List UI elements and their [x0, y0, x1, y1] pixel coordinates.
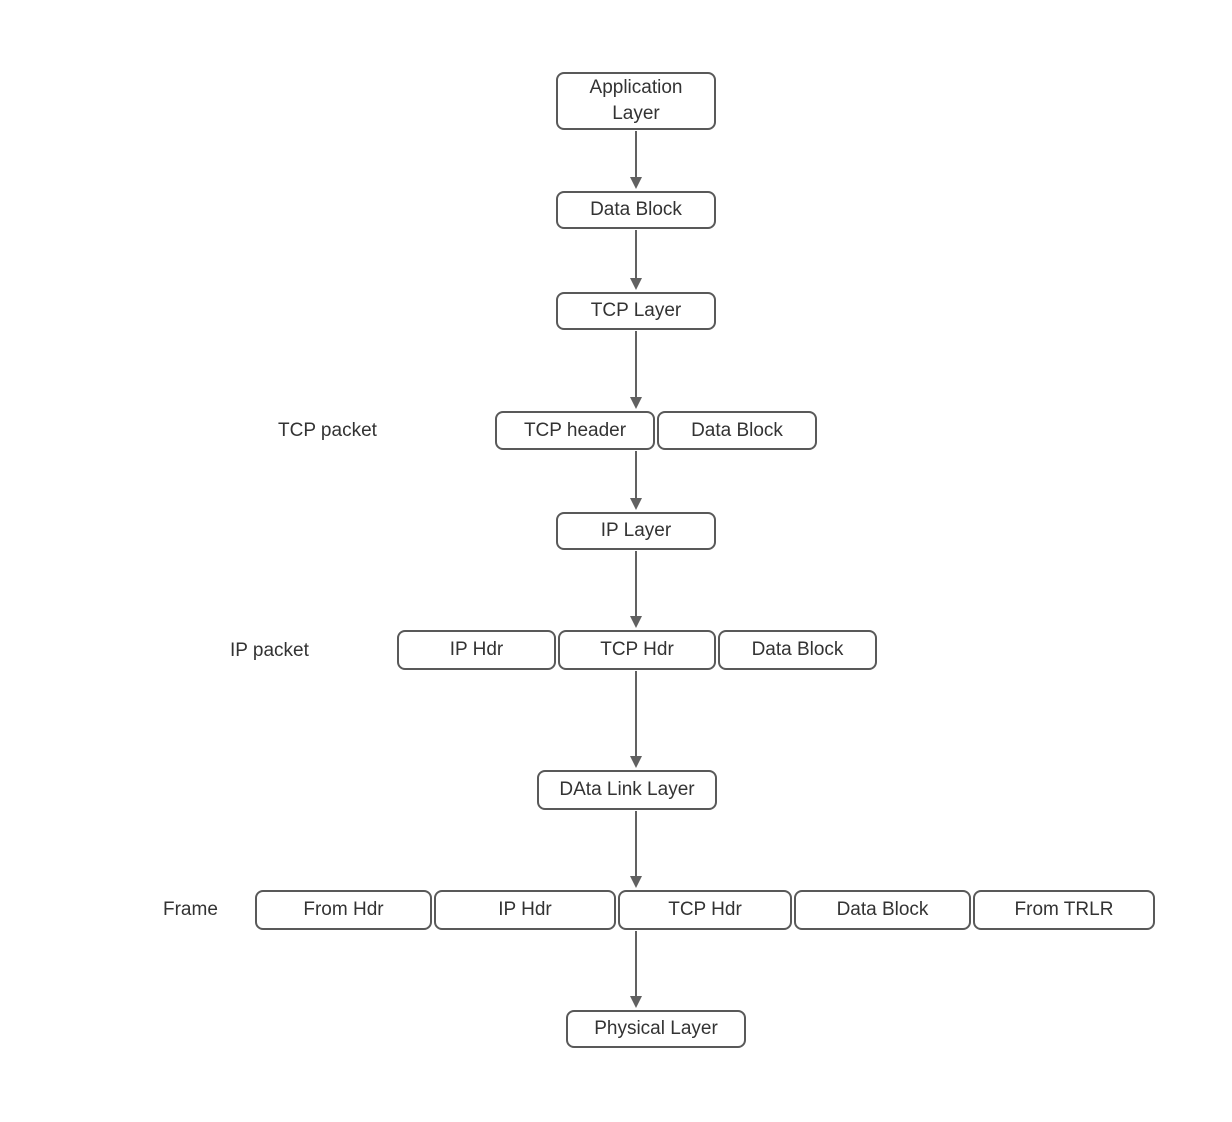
node-ip-packet-data-block: Data Block	[718, 630, 877, 670]
arrow-shaft	[635, 331, 637, 398]
arrow-tcppacket-to-iplayer	[630, 451, 642, 510]
arrow-shaft	[635, 451, 637, 499]
label-tcp-packet: TCP packet	[278, 420, 377, 441]
node-application-layer: Application Layer	[556, 72, 716, 130]
arrow-down-icon	[630, 756, 642, 768]
node-frame-ip-hdr: IP Hdr	[434, 890, 616, 930]
node-data-link-layer: DAta Link Layer	[537, 770, 717, 810]
node-data-block-top: Data Block	[556, 191, 716, 229]
arrow-shaft	[635, 551, 637, 617]
node-ip-layer: IP Layer	[556, 512, 716, 550]
node-frame-data-block: Data Block	[794, 890, 971, 930]
arrow-down-icon	[630, 397, 642, 409]
node-frame-from-trlr: From TRLR	[973, 890, 1155, 930]
arrow-application-to-datablock	[630, 131, 642, 189]
arrow-datablock-to-tcplayer	[630, 230, 642, 290]
arrow-frame-to-physical	[630, 931, 642, 1008]
arrow-datalink-to-frame	[630, 811, 642, 888]
node-frame-tcp-hdr: TCP Hdr	[618, 890, 792, 930]
node-ip-packet-tcp-hdr: TCP Hdr	[558, 630, 716, 670]
arrow-shaft	[635, 671, 637, 757]
arrow-iplayer-to-ippacket	[630, 551, 642, 628]
label-ip-packet: IP packet	[230, 640, 309, 661]
arrow-down-icon	[630, 616, 642, 628]
arrow-down-icon	[630, 278, 642, 290]
arrow-tcplayer-to-tcppacket	[630, 331, 642, 409]
node-physical-layer: Physical Layer	[566, 1010, 746, 1048]
node-frame-from-hdr: From Hdr	[255, 890, 432, 930]
arrow-down-icon	[630, 498, 642, 510]
node-tcp-packet-data-block: Data Block	[657, 411, 817, 450]
arrow-ippacket-to-datalink	[630, 671, 642, 768]
arrow-shaft	[635, 230, 637, 279]
label-frame: Frame	[163, 899, 218, 920]
arrow-shaft	[635, 931, 637, 997]
arrow-shaft	[635, 131, 637, 178]
node-tcp-layer: TCP Layer	[556, 292, 716, 330]
arrow-down-icon	[630, 177, 642, 189]
node-ip-packet-ip-hdr: IP Hdr	[397, 630, 556, 670]
arrow-down-icon	[630, 876, 642, 888]
arrow-shaft	[635, 811, 637, 877]
node-tcp-header: TCP header	[495, 411, 655, 450]
arrow-down-icon	[630, 996, 642, 1008]
